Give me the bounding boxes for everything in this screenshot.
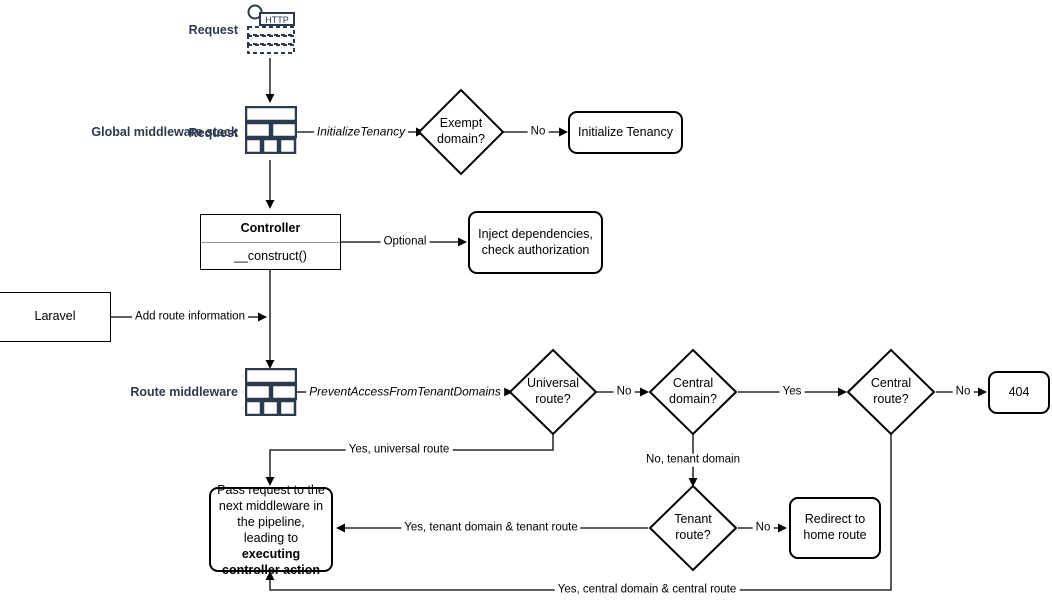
caption-request: Request — [188, 126, 238, 140]
node-redirect-home-line1: Redirect to — [804, 512, 866, 527]
edge-label-exempt-domain-no: No — [527, 125, 549, 139]
node-redirect-home-line2: home route — [803, 528, 867, 542]
node-exempt-domain-line2: domain? — [437, 132, 485, 146]
svg-text:HTTP: HTTP — [265, 15, 289, 25]
edge-label-tenant-route-no: No — [752, 521, 774, 535]
tenant-route-diamond — [648, 484, 738, 572]
exempt-domain-diamond — [417, 88, 505, 176]
caption-request-label: Request — [188, 23, 238, 37]
node-redirect-home[interactable]: Redirect to home route — [789, 497, 881, 559]
http-request-icon: HTTP — [246, 4, 296, 56]
node-pass-request-emphasis: executing controller action — [222, 546, 320, 577]
caption-route-middleware: Route middleware — [130, 385, 238, 399]
edge-label-yes-tenant-domain-tenant-route: Yes, tenant domain & tenant route — [401, 521, 581, 535]
node-404[interactable]: 404 — [988, 371, 1050, 414]
node-tenant-route[interactable]: Tenant route? — [651, 508, 735, 548]
global-middleware-stack-icon — [244, 105, 298, 155]
node-404-label: 404 — [1008, 384, 1030, 399]
edge-label-central-domain-yes: Yes — [779, 385, 805, 399]
route-middleware-stack-icon — [244, 367, 298, 417]
node-inject-dependencies-line1: Inject dependencies, — [478, 226, 593, 241]
node-controller-header: Controller — [201, 215, 340, 243]
node-pass-request[interactable]: Pass request to the next middleware in t… — [209, 483, 333, 577]
node-central-domain-line1: Central — [672, 376, 714, 391]
node-initialize-tenancy[interactable]: Initialize Tenancy — [568, 111, 683, 154]
edge-label-prevent-access: PreventAccessFromTenantDomains — [306, 385, 504, 399]
central-route-diamond — [846, 348, 936, 436]
node-central-route[interactable]: Central route? — [849, 372, 933, 412]
node-controller[interactable]: Controller __construct() — [200, 214, 341, 270]
edge-label-optional: Optional — [380, 235, 430, 249]
node-central-domain[interactable]: Central domain? — [651, 372, 735, 412]
node-exempt-domain-line1: Exempt — [439, 116, 483, 131]
node-inject-dependencies-line2: check authorization — [481, 242, 590, 257]
node-initialize-tenancy-label: Initialize Tenancy — [578, 124, 673, 139]
edge-label-initialize-tenancy: InitializeTenancy — [313, 125, 409, 139]
node-pass-request-text: Pass request to the next middleware in t… — [217, 482, 325, 545]
universal-route-diamond — [508, 348, 598, 436]
edge-label-yes-universal-route: Yes, universal route — [345, 443, 453, 457]
edge-label-universal-route-no: No — [613, 385, 635, 399]
node-central-domain-line2: domain? — [669, 392, 717, 406]
edge-universal-route-to-pass-request — [265, 434, 554, 486]
node-universal-route-line1: Universal — [526, 376, 580, 391]
node-inject-dependencies[interactable]: Inject dependencies, check authorization — [468, 211, 603, 274]
edge-label-add-route-information: Add route information — [132, 310, 248, 324]
node-central-route-line2: route? — [873, 392, 909, 406]
node-exempt-domain[interactable]: Exempt domain? — [419, 112, 503, 152]
node-central-route-line1: Central — [870, 376, 912, 391]
node-tenant-route-line1: Tenant — [674, 512, 712, 527]
node-universal-route-line2: route? — [535, 392, 571, 406]
central-domain-diamond — [648, 348, 738, 436]
node-universal-route[interactable]: Universal route? — [511, 372, 595, 412]
node-tenant-route-line2: route? — [675, 528, 711, 542]
edge-label-central-route-no: No — [952, 385, 974, 399]
node-laravel-label: Laravel — [34, 309, 76, 324]
caption-global-middleware-stack: Global middleware stack — [91, 125, 238, 139]
node-laravel[interactable]: Laravel — [0, 292, 111, 342]
edge-label-yes-central-domain-central-route: Yes, central domain & central route — [554, 583, 740, 597]
edge-label-no-tenant-domain: No, tenant domain — [643, 453, 743, 467]
node-controller-body: __construct() — [234, 249, 307, 263]
